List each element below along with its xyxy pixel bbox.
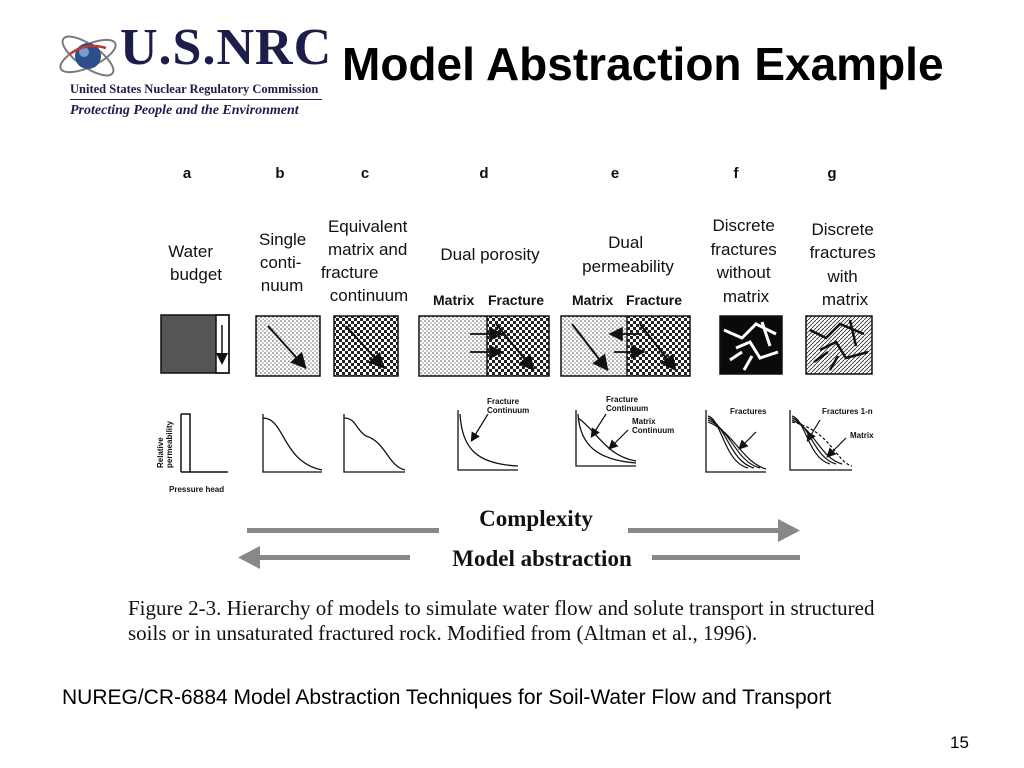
model-box-d (418, 315, 550, 377)
globe-orbit-icon (59, 35, 117, 77)
complexity-label: Complexity (479, 506, 593, 531)
model-box-a (160, 314, 230, 374)
figure-caption: Figure 2-3. Hierarchy of models to simul… (128, 596, 880, 645)
model-box-b (255, 315, 321, 377)
model-abstraction-arrow (238, 546, 800, 569)
column-letter-a: a (183, 165, 192, 182)
curve-label-e: Fracture Continuum Matrix Continuum (606, 395, 674, 435)
curve-f (705, 410, 767, 473)
logo-tagline: Protecting People and the Environment (70, 103, 299, 118)
model-box-e (560, 315, 691, 377)
curve-label-f: Fractures (730, 407, 767, 416)
model-box-c (333, 315, 399, 377)
logo-organization: United States Nuclear Regulatory Commiss… (70, 82, 319, 96)
column-heading-d: Dual porosity (440, 245, 540, 264)
column-heading-a: Water budget (168, 242, 222, 284)
logo-divider (70, 99, 322, 100)
x-axis-label: Pressure head (169, 485, 224, 494)
column-heading-c: Equivalent matrix and fracture continuum (321, 217, 412, 305)
page-number: 15 (950, 733, 969, 752)
curve-label-g: Fractures 1-n Matrix (822, 407, 875, 440)
model-box-f (719, 315, 783, 375)
curve-d (457, 410, 519, 471)
column-letter-f: f (734, 165, 740, 182)
column-letter-c: c (361, 165, 369, 182)
sub-label-matrix-e: Matrix (572, 292, 613, 308)
column-heading-g: Discrete fractures with matrix (810, 220, 881, 309)
y-axis-label: Relative permeability (156, 420, 174, 468)
model-box-g (805, 315, 873, 375)
complexity-arrow (247, 519, 800, 542)
curve-g (789, 410, 853, 471)
column-heading-e: Dual permeability (582, 233, 674, 276)
column-letter-d: d (479, 165, 488, 182)
nrc-logo: U.S.NRC United States Nuclear Regulatory… (56, 20, 331, 124)
logo-wordmark: U.S.NRC (120, 19, 333, 76)
sub-label-matrix-d: Matrix (433, 292, 474, 308)
column-letter-b: b (275, 165, 284, 182)
curve-c (343, 414, 406, 473)
curve-label-d: Fracture Continuum (487, 397, 529, 415)
axes-a (180, 413, 228, 473)
column-heading-f: Discrete fractures without matrix (711, 216, 782, 306)
column-heading-b: Single conti- nuum (259, 230, 311, 295)
footer-reference: NUREG/CR-6884 Model Abstraction Techniqu… (62, 686, 832, 709)
model-abstraction-label: Model abstraction (452, 546, 632, 571)
column-letter-g: g (827, 165, 836, 182)
column-letter-e: e (611, 165, 619, 182)
sub-label-fracture-d: Fracture (488, 292, 544, 308)
sub-label-fracture-e: Fracture (626, 292, 682, 308)
curve-e (575, 410, 637, 467)
slide-title: Model Abstraction Example (342, 38, 944, 90)
curve-b (262, 414, 323, 473)
